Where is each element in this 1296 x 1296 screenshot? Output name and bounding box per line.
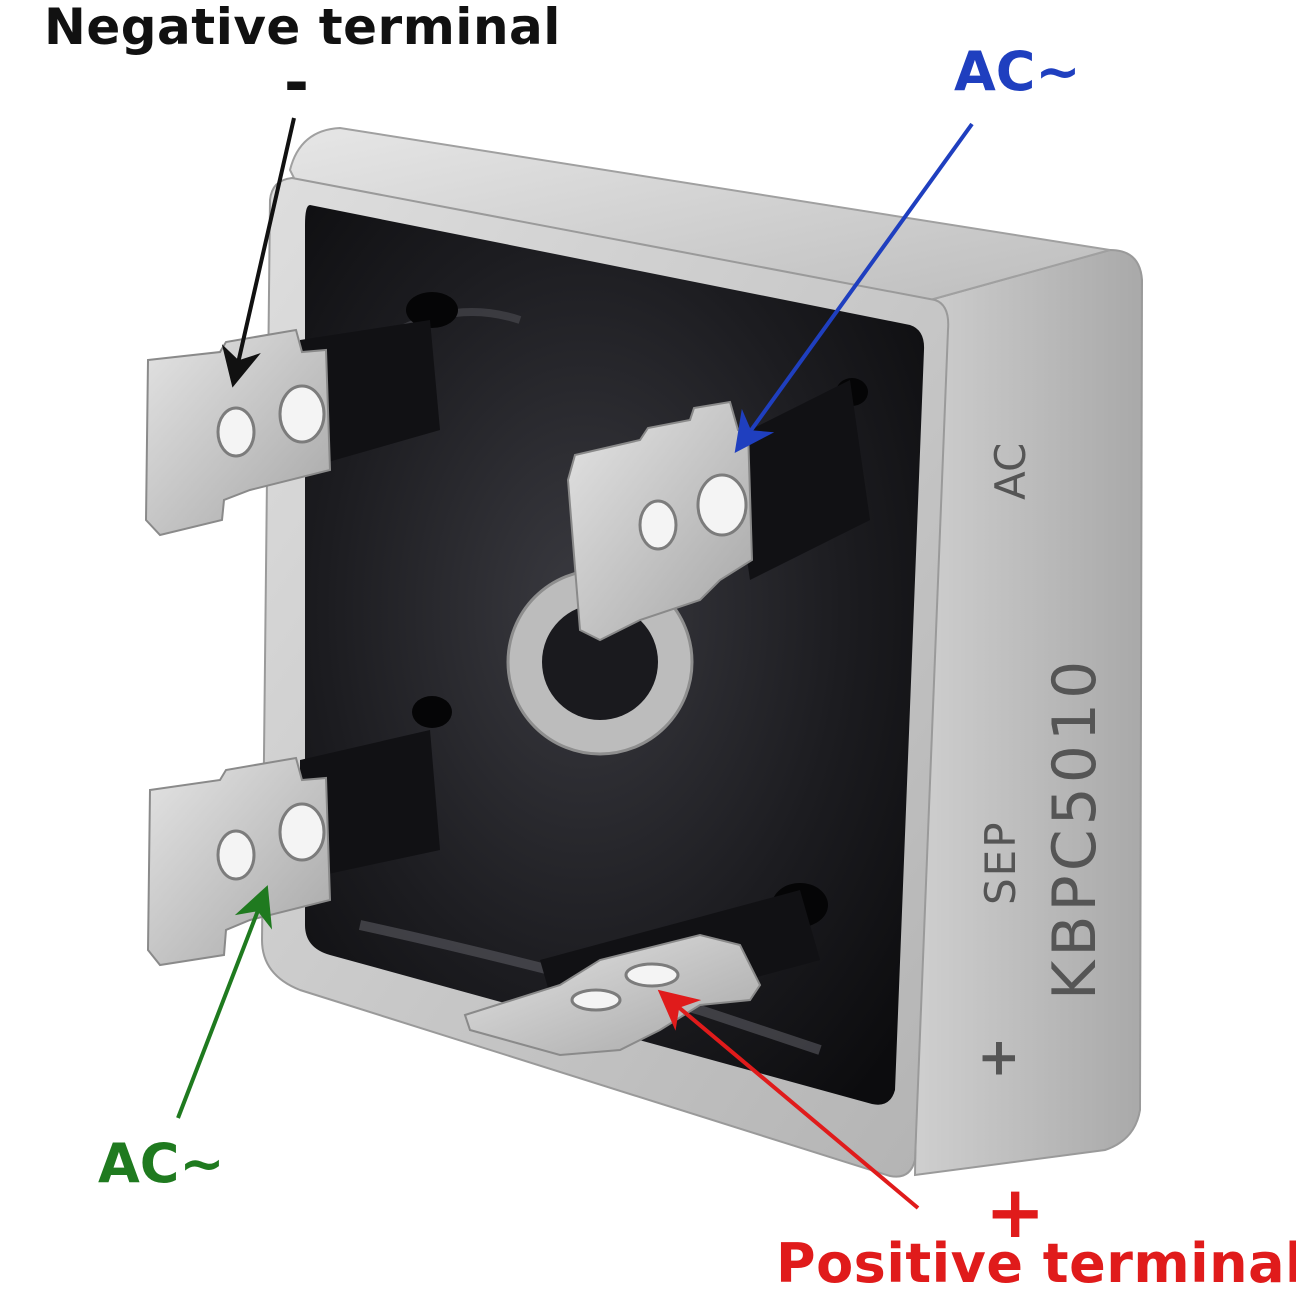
housing-side-face bbox=[913, 248, 1144, 1177]
positive-terminal-label: Positive terminal bbox=[776, 1232, 1296, 1295]
solder-blob bbox=[412, 696, 452, 728]
mounting-hole bbox=[542, 604, 658, 720]
marking-plus: + bbox=[968, 1036, 1028, 1080]
side-markings-plus: + bbox=[968, 1036, 1028, 1080]
marking-ac: AC bbox=[986, 443, 1035, 500]
tab-hole bbox=[216, 829, 256, 881]
arrow-ac-bottom bbox=[176, 885, 273, 1119]
positive-sign-label: + bbox=[985, 1170, 1046, 1254]
terminal-negative-lead bbox=[300, 320, 440, 470]
tab-hole bbox=[696, 473, 748, 537]
tab-hole bbox=[570, 988, 622, 1012]
rectifier-housing bbox=[260, 126, 1144, 1178]
arrow-negative bbox=[221, 117, 296, 388]
terminal-ac-bottom bbox=[146, 730, 440, 967]
tab-hole bbox=[278, 384, 326, 444]
terminal-ac-bottom-lead bbox=[300, 730, 440, 880]
arrow-ac-top bbox=[734, 122, 974, 453]
tab-hole bbox=[624, 962, 680, 988]
side-markings: KBPC5010 bbox=[1040, 657, 1110, 1000]
side-markings-brand: SEP bbox=[976, 820, 1025, 905]
solder-blob bbox=[406, 292, 458, 328]
negative-sign-label: - bbox=[284, 48, 309, 118]
arrow-positive bbox=[657, 989, 920, 1210]
housing-top-face bbox=[288, 126, 1111, 302]
tab-hole bbox=[278, 802, 326, 862]
marking-part-number: KBPC5010 bbox=[1040, 657, 1110, 1000]
side-markings-ac: AC bbox=[986, 443, 1035, 500]
terminal-positive bbox=[463, 890, 820, 1057]
terminal-negative bbox=[144, 320, 440, 537]
marking-brand: SEP bbox=[976, 820, 1025, 905]
ac-top-label: AC~ bbox=[954, 40, 1081, 103]
tab-hole bbox=[216, 406, 256, 458]
ac-bottom-label: AC~ bbox=[98, 1132, 225, 1195]
tab-hole bbox=[638, 499, 678, 551]
negative-terminal-label: Negative terminal bbox=[44, 0, 561, 56]
